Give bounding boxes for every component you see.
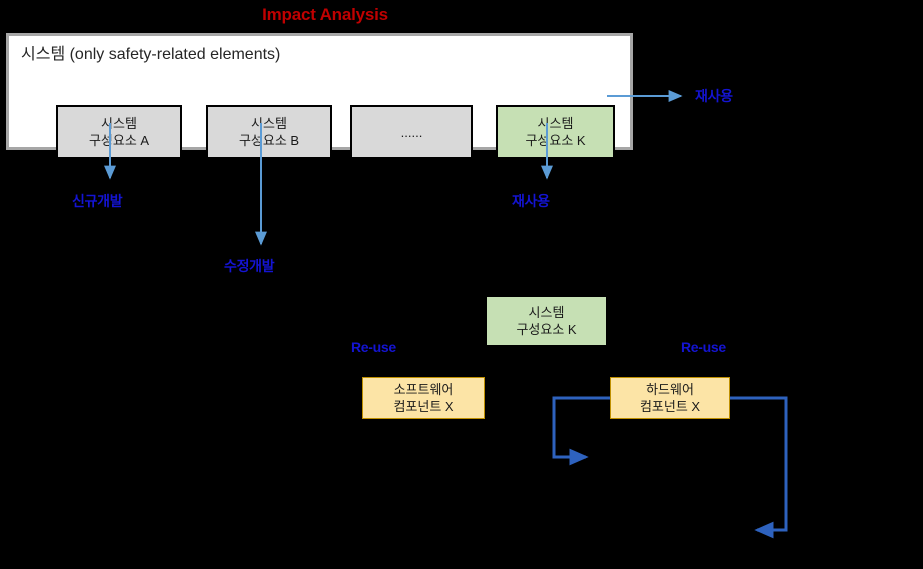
page-title: Impact Analysis	[262, 5, 388, 24]
system-element-ellipsis[interactable]: ......	[350, 105, 473, 159]
system-element-a[interactable]: 시스템 구성요소 A	[56, 105, 182, 159]
hardware-component-x-line1: 하드웨어	[646, 382, 694, 397]
software-component-x-line1: 소프트웨어	[393, 382, 454, 397]
system-element-a-line2: 구성요소 A	[88, 133, 150, 148]
arrow-hardware-left-loop	[552, 396, 610, 466]
label-reuse-hardware: Re-use	[681, 339, 726, 355]
system-element-b-line1: 시스템	[251, 116, 287, 131]
hardware-component-x[interactable]: 하드웨어 컴포넌트 X	[610, 377, 730, 419]
lower-component-k[interactable]: 시스템 구성요소 K	[487, 297, 606, 345]
label-new-development: 신규개발	[72, 193, 123, 209]
arrow-hardware-right-loop	[730, 396, 788, 539]
system-element-b[interactable]: 시스템 구성요소 B	[206, 105, 332, 159]
software-component-x-line2: 컴포넌트 X	[393, 399, 454, 414]
system-container-label: 시스템 (only safety-related elements)	[21, 46, 281, 63]
lower-component-k-line2: 구성요소 K	[516, 322, 577, 337]
system-element-k-line2: 구성요소 K	[525, 133, 586, 148]
system-element-k[interactable]: 시스템 구성요소 K	[496, 105, 615, 159]
software-component-x[interactable]: 소프트웨어 컴포넌트 X	[362, 377, 485, 419]
label-reuse-right: 재사용	[695, 88, 733, 104]
system-element-a-line1: 시스템	[101, 116, 137, 131]
hardware-component-x-line2: 컴포넌트 X	[639, 399, 701, 414]
label-reuse-down: 재사용	[512, 193, 550, 209]
label-reuse-software: Re-use	[351, 339, 396, 355]
lower-component-k-line1: 시스템	[528, 305, 565, 320]
system-element-k-line1: 시스템	[537, 116, 574, 131]
label-modified-development: 수정개발	[224, 258, 275, 274]
system-element-b-line2: 구성요소 B	[238, 133, 300, 148]
system-container: 시스템 (only safety-related elements) 시스템 구…	[6, 33, 633, 159]
system-element-ellipsis-line1: ......	[400, 124, 423, 140]
